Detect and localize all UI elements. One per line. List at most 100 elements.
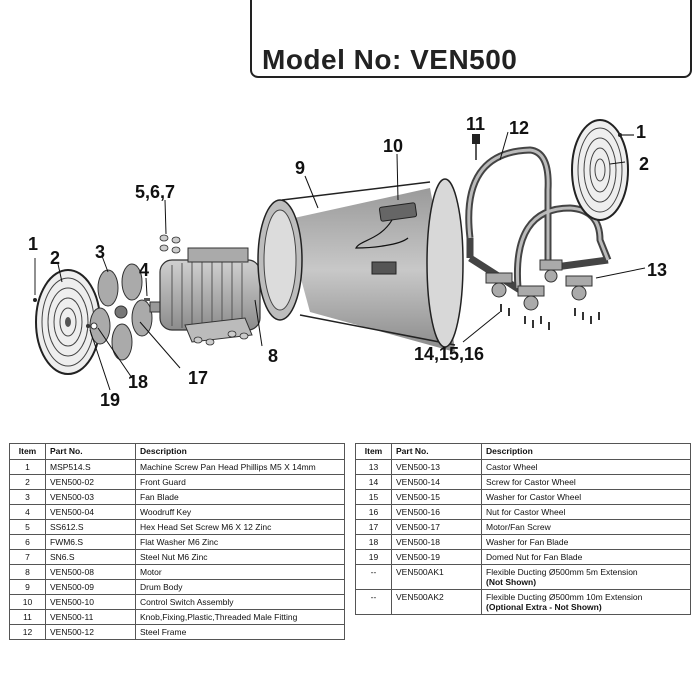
cell-item: 10 (9, 594, 46, 610)
cell-part-no: VEN500-16 (391, 504, 482, 520)
exploded-view-diagram: 1 2 3 4 5,6,7 8 9 10 11 12 1 2 13 14,15,… (28, 114, 667, 410)
fan-washer (90, 322, 98, 330)
cell-item: 3 (9, 489, 46, 505)
cell-part-no: SS612.S (45, 519, 136, 535)
cell-description: Front Guard (135, 474, 345, 490)
cell-item: 9 (9, 579, 46, 595)
leader-lines (57, 131, 646, 391)
cell-part-no: VEN500AK1 (391, 564, 482, 590)
callout-14-15-16: 14,15,16 (414, 344, 484, 364)
cell-description: Flat Washer M6 Zinc (135, 534, 345, 550)
cell-item: 19 (355, 549, 392, 565)
header-item: Item (9, 443, 46, 460)
cell-description: Motor/Fan Screw (481, 519, 691, 535)
cell-description: Steel Nut M6 Zinc (135, 549, 345, 565)
cell-item: -- (355, 564, 392, 590)
cell-part-no: FWM6.S (45, 534, 136, 550)
cell-item: 16 (355, 504, 392, 520)
cell-description: Domed Nut for Fan Blade (481, 549, 691, 565)
cell-description: Hex Head Set Screw M6 X 12 Zinc (135, 519, 345, 535)
cell-item: 2 (9, 474, 46, 490)
cell-item: 17 (355, 519, 392, 535)
description-note: (Optional Extra - Not Shown) (486, 602, 602, 612)
cell-description: Flexible Ducting Ø500mm 10m Extension(Op… (481, 589, 691, 615)
header-description: Description (481, 443, 691, 460)
callout-9: 9 (295, 158, 305, 178)
cell-part-no: MSP514.S (45, 459, 136, 475)
castor-wheels (485, 259, 593, 311)
cell-part-no: VEN500-04 (45, 504, 136, 520)
cell-item: 13 (355, 459, 392, 475)
fan-blade (89, 263, 153, 361)
cell-item: 7 (9, 549, 46, 565)
callout-8: 8 (268, 346, 278, 366)
front-guard-right (571, 119, 629, 221)
description-text: Flexible Ducting Ø500mm 5m Extension (486, 567, 638, 577)
motor (149, 247, 261, 343)
cell-part-no: VEN500-17 (391, 519, 482, 535)
fixing-knob (472, 134, 480, 160)
callout-13: 13 (647, 260, 667, 280)
cell-description: Control Switch Assembly (135, 594, 345, 610)
steel-frame-highlight (467, 148, 610, 289)
description-note: (Not Shown) (486, 577, 537, 587)
cell-description: Machine Screw Pan Head Phillips M5 X 14m… (135, 459, 345, 475)
cell-item: 1 (9, 459, 46, 475)
callout-19: 19 (100, 390, 120, 410)
table-header-row: Item Part No. Description (355, 443, 691, 460)
woodruff-key (144, 298, 150, 301)
table-header-row: Item Part No. Description (9, 443, 345, 460)
cell-description: Castor Wheel (481, 459, 691, 475)
cell-item: 11 (9, 609, 46, 625)
cell-part-no: VEN500-10 (45, 594, 136, 610)
cell-description: Screw for Castor Wheel (481, 474, 691, 490)
callout-2-right: 2 (639, 154, 649, 174)
cell-part-no: VEN500-14 (391, 474, 482, 490)
cell-description: Drum Body (135, 579, 345, 595)
callout-17: 17 (188, 368, 208, 388)
cell-description: Washer for Castor Wheel (481, 489, 691, 505)
cell-description: Steel Frame (135, 624, 345, 640)
cell-part-no: VEN500-15 (391, 489, 482, 505)
cell-part-no: SN6.S (45, 549, 136, 565)
header-description: Description (135, 443, 345, 460)
domed-nut (86, 324, 90, 328)
cell-description: Nut for Castor Wheel (481, 504, 691, 520)
header-item: Item (355, 443, 392, 460)
cell-part-no: VEN500-02 (45, 474, 136, 490)
screw-left (33, 258, 37, 302)
cell-description: Knob,Fixing,Plastic,Threaded Male Fittin… (135, 609, 345, 625)
cell-item: 14 (355, 474, 392, 490)
cell-part-no: VEN500-12 (45, 624, 136, 640)
model-title: Model No: VEN500 (262, 44, 518, 75)
cell-part-no: VEN500-13 (391, 459, 482, 475)
table-row: --VEN500AK1 Flexible Ducting Ø500mm 5m Ex… (355, 564, 691, 590)
cell-part-no: VEN500-19 (391, 549, 482, 565)
header-part-no: Part No. (45, 443, 136, 460)
cell-part-no: VEN500-11 (45, 609, 136, 625)
header-part-no: Part No. (391, 443, 482, 460)
callout-4: 4 (139, 260, 149, 280)
callout-12: 12 (509, 118, 529, 138)
callout-10: 10 (383, 136, 403, 156)
cell-part-no: VEN500AK2 (391, 589, 482, 615)
cell-description: Woodruff Key (135, 504, 345, 520)
cell-description: Motor (135, 564, 345, 580)
cell-item: 15 (355, 489, 392, 505)
